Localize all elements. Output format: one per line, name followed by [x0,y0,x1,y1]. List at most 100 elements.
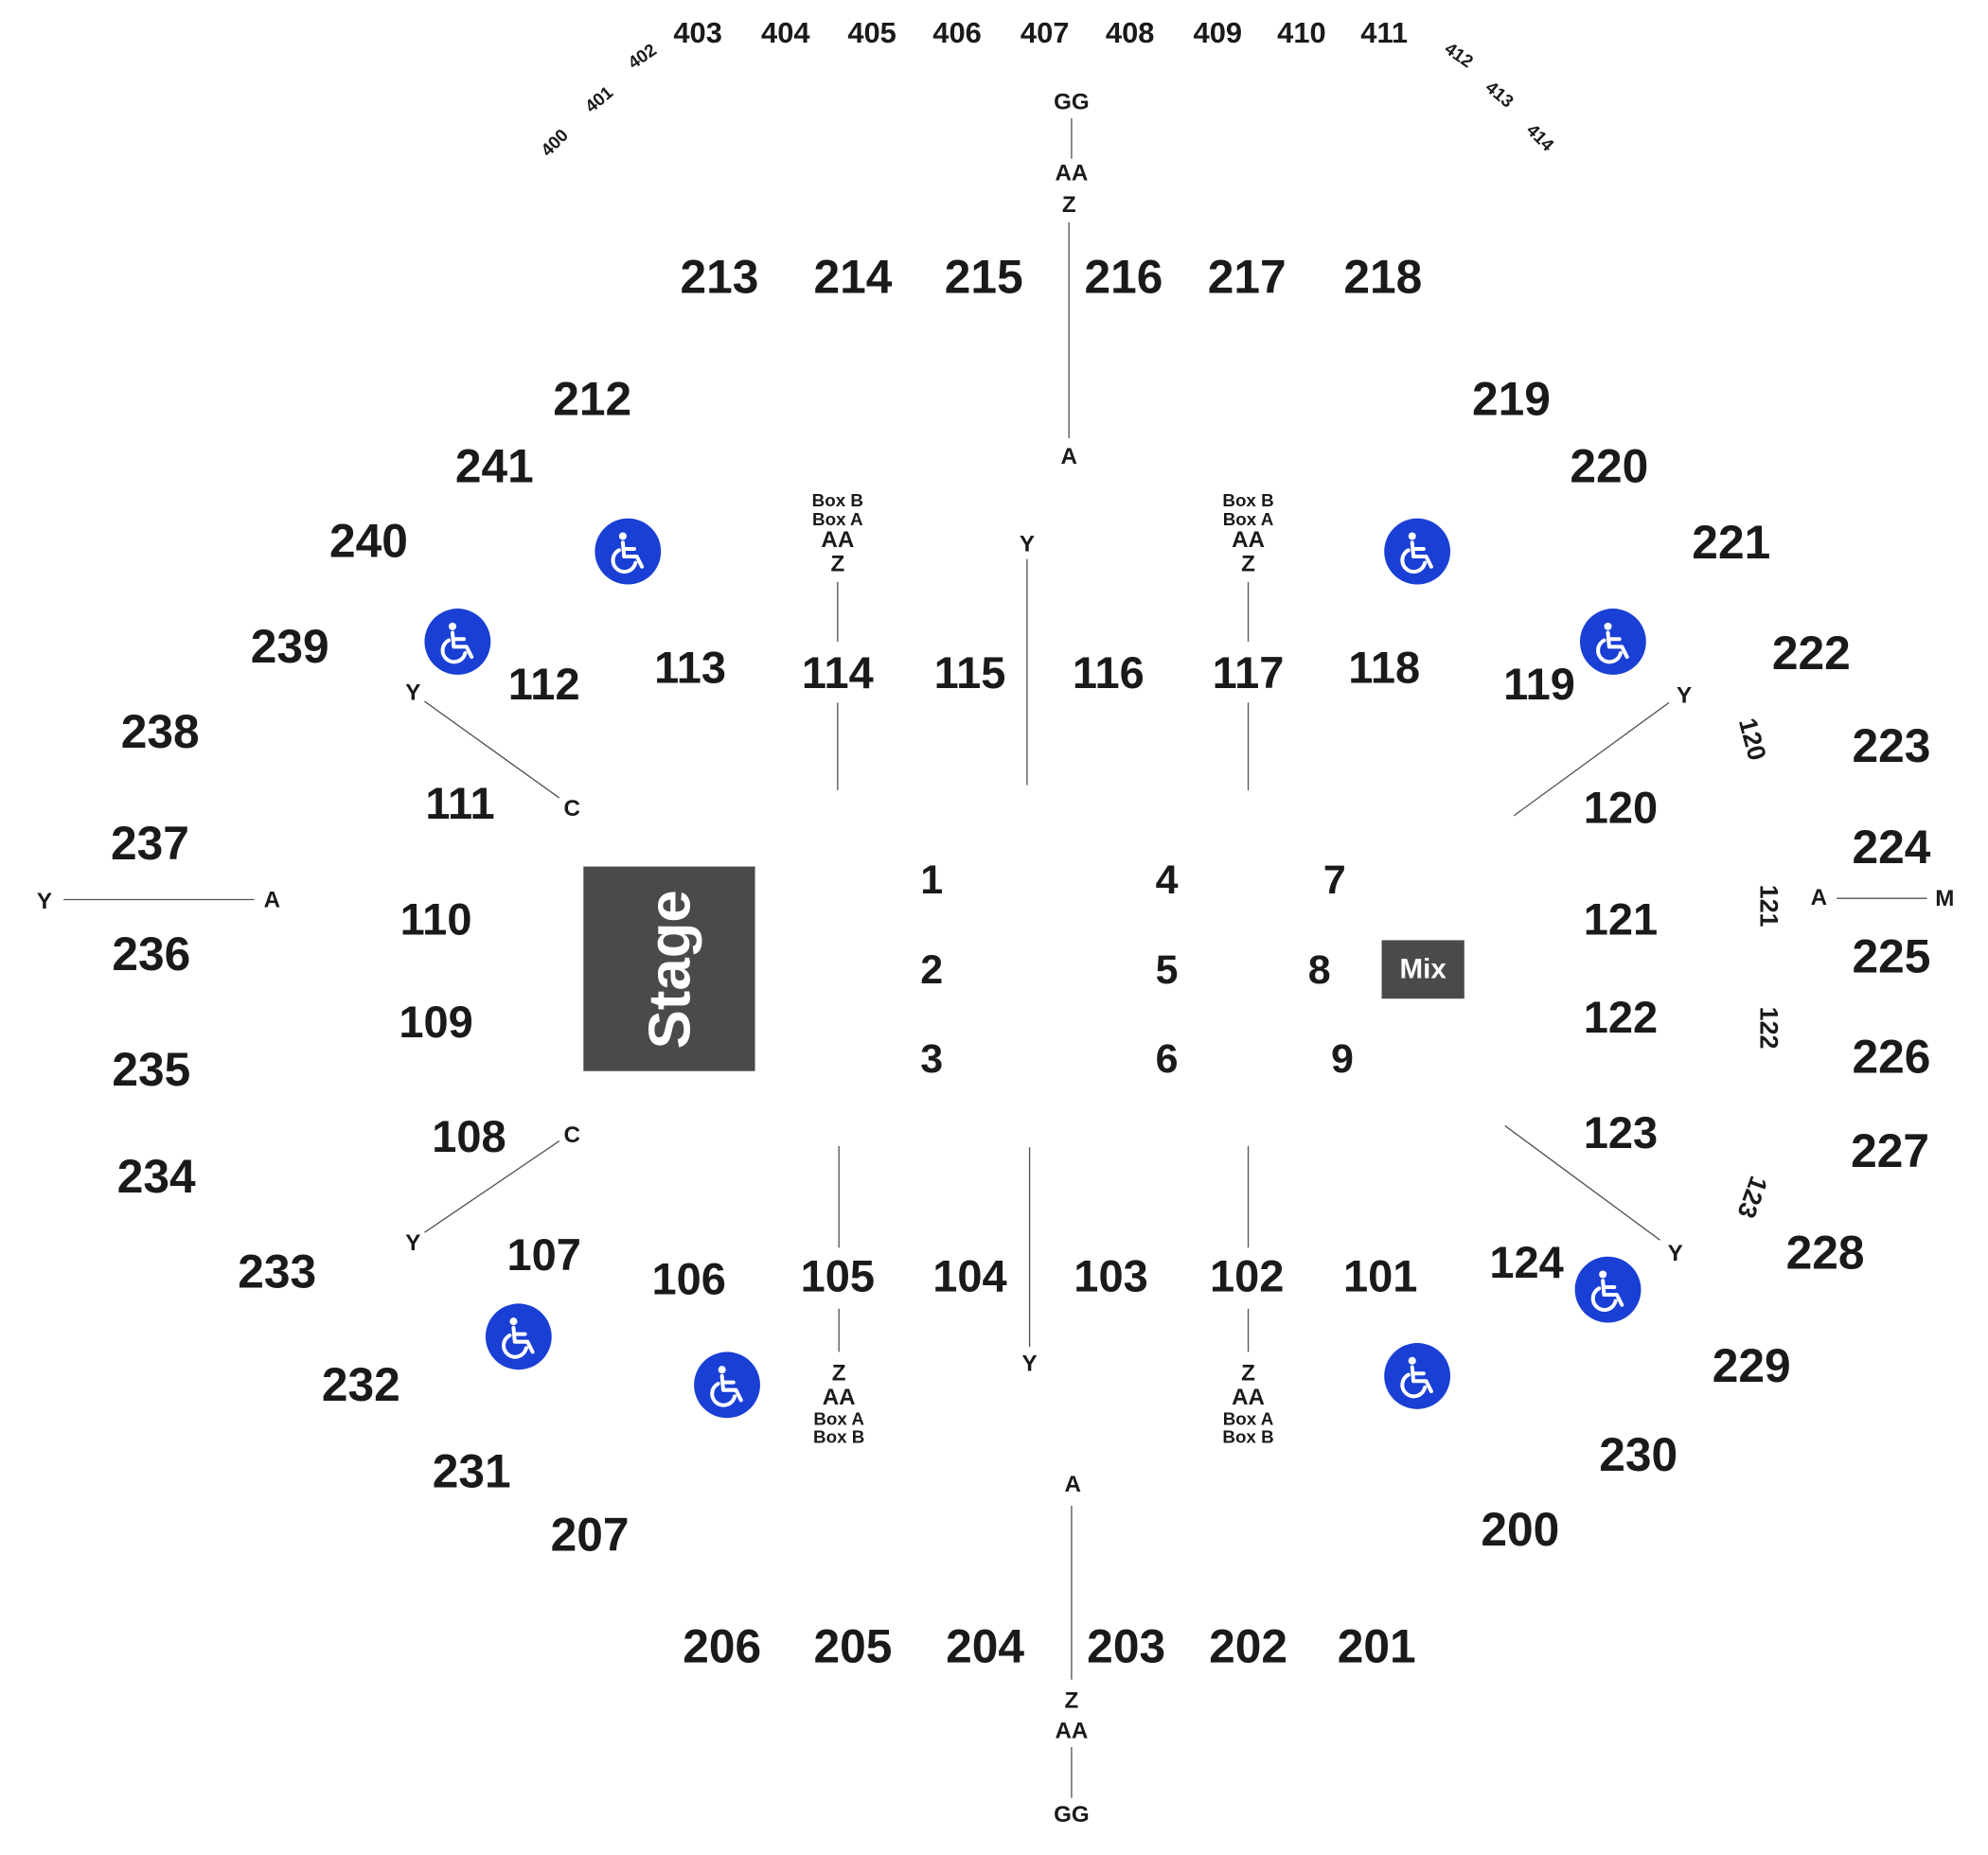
section-234[interactable]: 234 [116,1150,196,1203]
section-123[interactable]: 123 [1583,1108,1659,1158]
rotated-label-122: 122 [1753,1006,1783,1050]
section-219[interactable]: 219 [1472,373,1551,426]
section-215[interactable]: 215 [944,251,1023,304]
section-109[interactable]: 109 [399,998,473,1048]
floor-section-9[interactable]: 9 [1330,1035,1354,1082]
aisle-stack-102: Z AA Box A Box B [1222,1361,1273,1446]
floor-section-7[interactable]: 7 [1322,856,1346,903]
section-112[interactable]: 112 [507,660,580,710]
section-225[interactable]: 225 [1852,930,1931,983]
section-110[interactable]: 110 [399,894,472,945]
section-223[interactable]: 223 [1852,719,1931,772]
section-207[interactable]: 207 [550,1509,630,1562]
section-217[interactable]: 217 [1207,251,1287,304]
row-label-y-center-bottom: Y [1021,1351,1038,1376]
section-224[interactable]: 224 [1852,821,1931,874]
row-label-y-left: Y [36,888,53,914]
section-409[interactable]: 409 [1193,15,1243,49]
floor-section-4[interactable]: 4 [1155,856,1179,903]
floor-section-6[interactable]: 6 [1155,1035,1179,1082]
wheelchair-icon [595,518,662,585]
section-237[interactable]: 237 [110,817,189,870]
section-102[interactable]: 102 [1209,1252,1285,1302]
section-404[interactable]: 404 [761,15,810,49]
row-label-z: Z [831,1360,846,1386]
section-220[interactable]: 220 [1570,440,1649,493]
section-213[interactable]: 213 [680,251,759,304]
aisle-line-diag-ur [1513,701,1670,817]
section-403[interactable]: 403 [673,15,722,49]
section-206[interactable]: 206 [683,1620,762,1673]
aisle-line-diag-ll [424,1140,560,1233]
section-205[interactable]: 205 [813,1620,893,1673]
section-111[interactable]: 111 [425,779,495,829]
section-408[interactable]: 408 [1105,15,1155,49]
row-label-box-a: Box A [1222,508,1274,529]
row-label-box-b: Box B [811,489,863,510]
section-114[interactable]: 114 [801,648,874,698]
section-107[interactable]: 107 [506,1230,581,1281]
section-212[interactable]: 212 [553,373,632,426]
section-105[interactable]: 105 [800,1252,876,1302]
section-122[interactable]: 122 [1583,993,1659,1043]
section-118[interactable]: 118 [1348,643,1421,694]
section-226[interactable]: 226 [1852,1031,1931,1084]
row-label-box-a: Box A [1222,1407,1274,1429]
section-108[interactable]: 108 [432,1112,506,1162]
section-241[interactable]: 241 [454,440,534,493]
section-405[interactable]: 405 [847,15,896,49]
section-113[interactable]: 113 [654,643,726,694]
row-label-y-ll: Y [405,1229,421,1256]
section-101[interactable]: 101 [1342,1252,1418,1302]
section-236[interactable]: 236 [112,928,191,980]
section-119[interactable]: 119 [1503,660,1575,710]
floor-section-5[interactable]: 5 [1155,946,1179,993]
section-239[interactable]: 239 [250,620,329,673]
section-228[interactable]: 228 [1785,1227,1865,1280]
section-204[interactable]: 204 [946,1620,1025,1673]
section-235[interactable]: 235 [112,1043,191,1096]
section-411[interactable]: 411 [1360,15,1409,49]
section-231[interactable]: 231 [432,1445,511,1498]
section-201[interactable]: 201 [1337,1620,1416,1673]
row-label-aa: AA [822,1384,856,1410]
section-116[interactable]: 116 [1072,648,1145,698]
section-202[interactable]: 202 [1209,1620,1287,1673]
aisle-stack-114: Box B Box A AA Z [812,491,863,576]
section-203[interactable]: 203 [1087,1620,1166,1673]
section-240[interactable]: 240 [328,515,408,568]
section-407[interactable]: 407 [1020,15,1070,49]
section-229[interactable]: 229 [1712,1339,1791,1392]
rotated-label-121: 121 [1753,884,1783,928]
section-410[interactable]: 410 [1277,15,1326,49]
section-200[interactable]: 200 [1481,1503,1560,1556]
floor-section-1[interactable]: 1 [920,856,944,903]
wheelchair-icon [485,1303,552,1370]
section-221[interactable]: 221 [1692,516,1771,569]
section-103[interactable]: 103 [1074,1252,1148,1302]
section-117[interactable]: 117 [1212,648,1285,698]
section-233[interactable]: 233 [238,1246,317,1298]
section-232[interactable]: 232 [321,1358,400,1411]
row-label-a-right: A [1810,884,1828,910]
section-214[interactable]: 214 [813,251,893,304]
section-106[interactable]: 106 [651,1254,726,1305]
row-label-z: Z [1241,1360,1255,1386]
section-216[interactable]: 216 [1084,251,1163,304]
section-227[interactable]: 227 [1851,1124,1930,1177]
section-406[interactable]: 406 [932,15,982,49]
section-104[interactable]: 104 [932,1252,1007,1302]
section-218[interactable]: 218 [1343,251,1423,304]
section-238[interactable]: 238 [120,705,200,758]
section-121[interactable]: 121 [1583,894,1659,945]
section-115[interactable]: 115 [933,648,1006,698]
section-124[interactable]: 124 [1489,1238,1564,1288]
floor-section-3[interactable]: 3 [920,1035,944,1082]
floor-section-2[interactable]: 2 [920,946,944,993]
section-230[interactable]: 230 [1599,1428,1678,1481]
aisle-line-diag-ul [424,700,560,799]
section-222[interactable]: 222 [1771,627,1851,680]
section-120[interactable]: 120 [1583,783,1659,834]
floor-section-8[interactable]: 8 [1307,946,1331,993]
